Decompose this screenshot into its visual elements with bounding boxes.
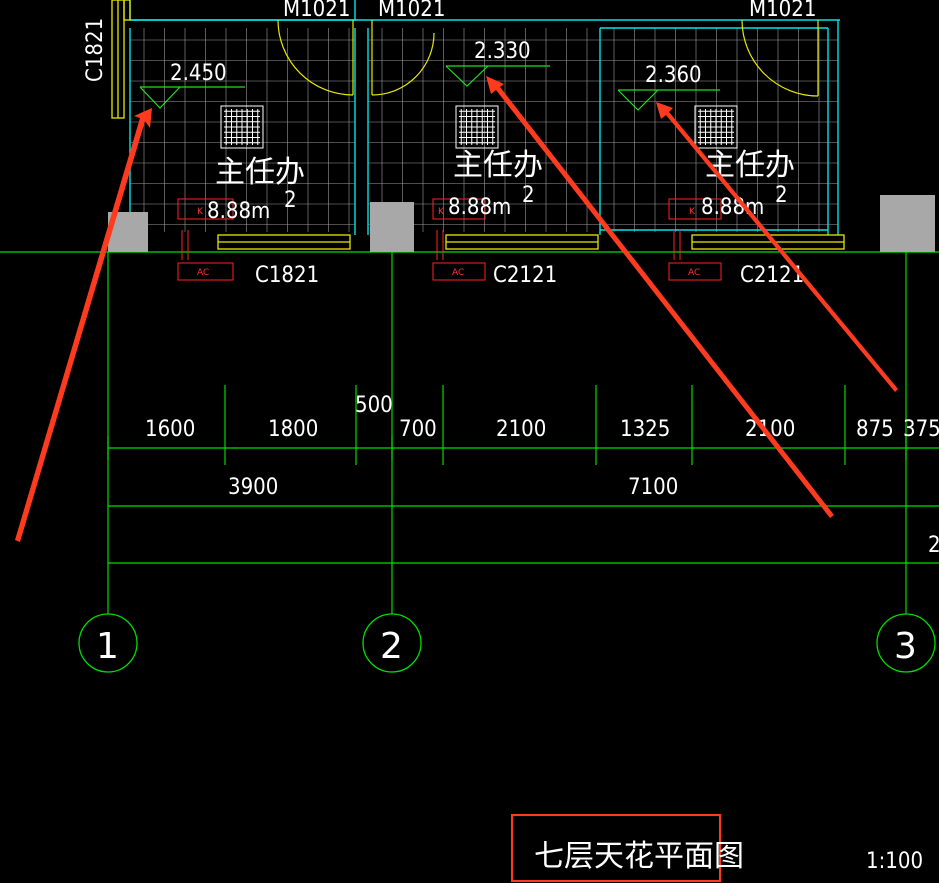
columns	[108, 195, 935, 252]
room1-area: 8.88m	[207, 199, 270, 224]
room2-window-label: C2121	[493, 263, 557, 288]
axis-lines	[0, 251, 939, 614]
room2-area: 8.88m	[448, 195, 511, 220]
room3-tag-ac: AC	[688, 268, 700, 278]
drawing-scale: 1:100	[866, 849, 923, 874]
dim-1600: 1600	[145, 417, 195, 442]
room3-level: 2.360	[645, 63, 702, 88]
level-markers	[139, 65, 720, 111]
room1-tag-ac: AC	[197, 268, 209, 278]
dim-375: 375	[903, 417, 939, 442]
axis-label-1: 1	[96, 626, 119, 667]
room1-tag-k: K	[197, 207, 204, 217]
dim-2100a: 2100	[496, 417, 546, 442]
axis-label-3: 3	[894, 626, 917, 667]
side-window-label: C1821	[83, 18, 108, 82]
room2-area-sup: 2	[522, 183, 535, 208]
door-label-2: M1021	[378, 0, 445, 22]
dim-1325: 1325	[620, 417, 670, 442]
doors	[277, 19, 819, 97]
room1-area-sup: 2	[284, 188, 297, 213]
door-label-1: M1021	[283, 0, 350, 22]
vent-icon	[455, 105, 499, 149]
dim-3900: 3900	[228, 475, 278, 500]
vent-icon	[694, 105, 738, 149]
room3-tag-k: K	[689, 207, 696, 217]
room1-window-label: C1821	[255, 263, 319, 288]
tag-boxes	[177, 198, 722, 281]
room2-name: 主任办	[453, 148, 543, 183]
dim-875: 875	[856, 417, 894, 442]
door-label-3: M1021	[749, 0, 816, 22]
room1-level: 2.450	[170, 61, 227, 86]
axis-bubbles	[78, 613, 936, 673]
dim-700: 700	[399, 417, 437, 442]
dim-7100: 7100	[628, 475, 678, 500]
dim-1800: 1800	[268, 417, 318, 442]
drawing-title: 七层天花平面图	[534, 839, 744, 874]
axis-label-2: 2	[380, 626, 403, 667]
annotation-arrows	[15, 76, 898, 542]
room2-tag-k: K	[438, 207, 445, 217]
room2-level: 2.330	[474, 39, 531, 64]
room2-tag-ac: AC	[452, 268, 464, 278]
dim-partial: 2	[928, 533, 939, 558]
vent-fixtures	[220, 105, 738, 149]
room3-area-sup: 2	[775, 183, 788, 208]
title-frame	[511, 814, 721, 882]
vent-icon	[220, 105, 264, 149]
room1-name: 主任办	[215, 155, 305, 190]
dim-500: 500	[355, 393, 393, 418]
